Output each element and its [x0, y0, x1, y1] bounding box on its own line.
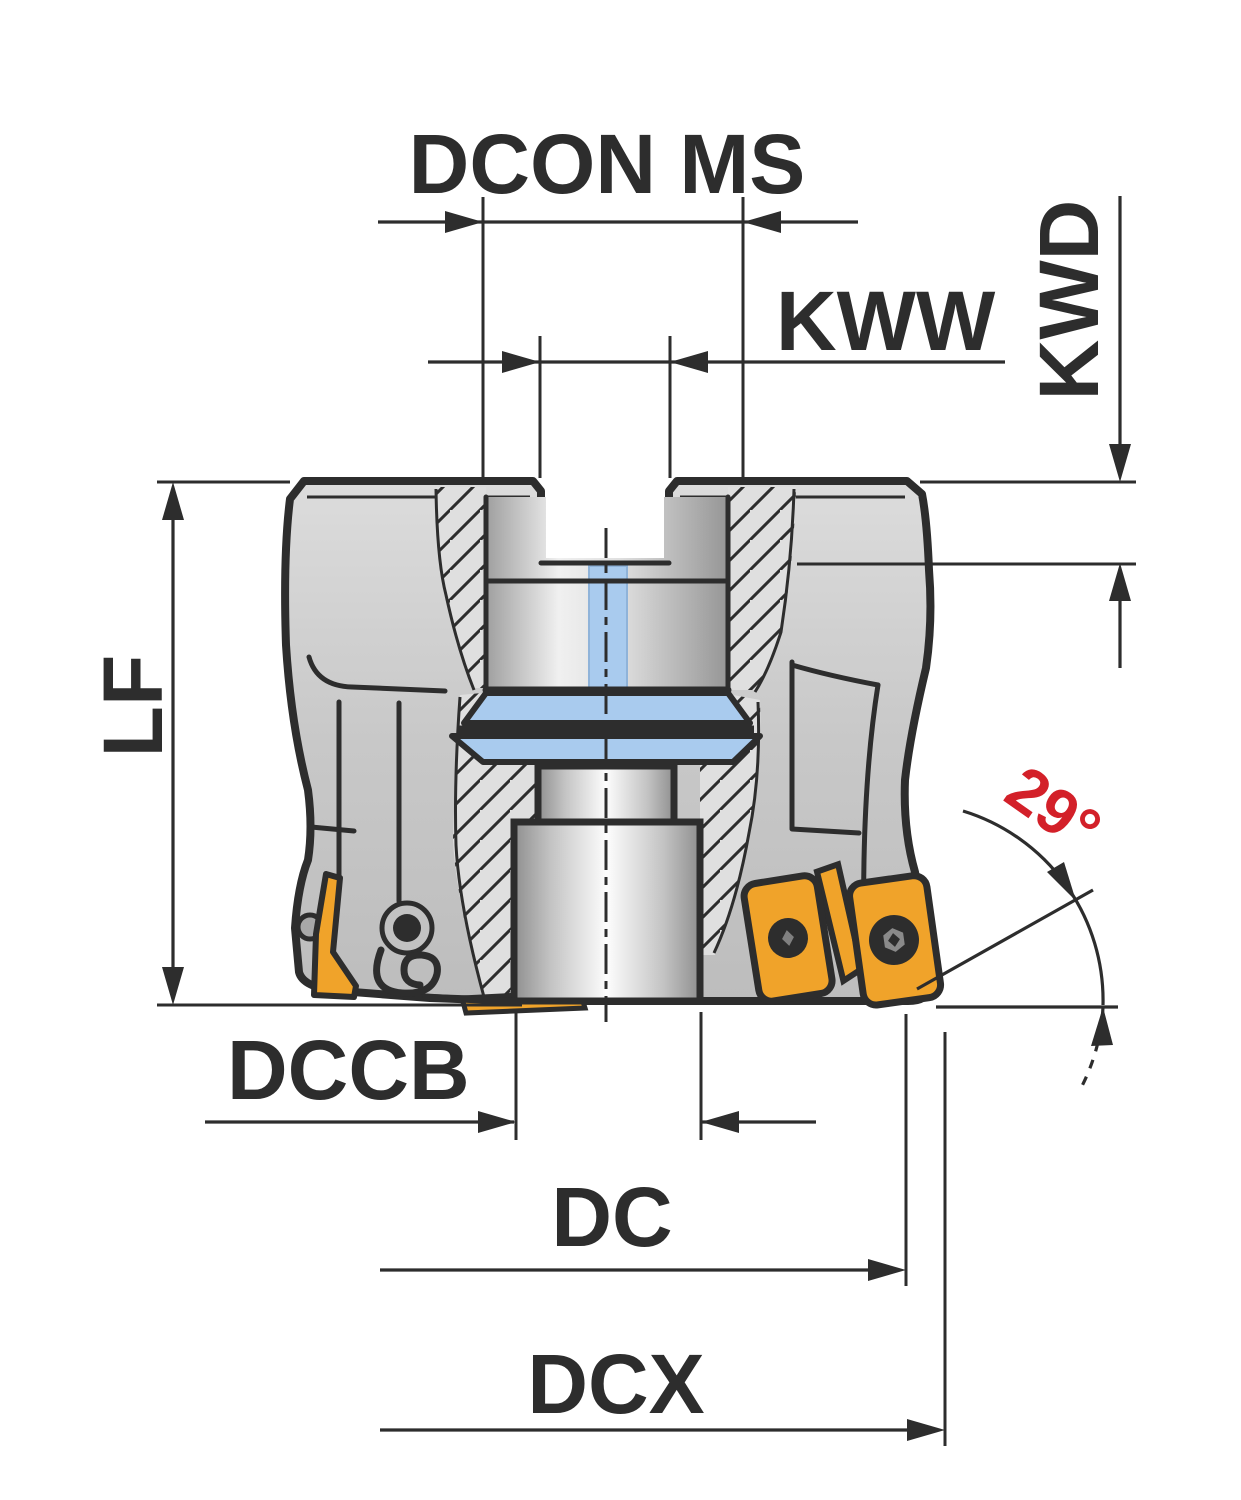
- dim-label-kww: KWW: [776, 274, 996, 368]
- dim-label-lf: LF: [86, 655, 180, 758]
- insert-right-rear: [740, 860, 866, 1005]
- coolant-channel: [588, 565, 628, 693]
- dim-label-angle: 29°: [993, 752, 1114, 866]
- chip-gash: [373, 946, 441, 997]
- dim-label-dcon: DCON MS: [409, 117, 806, 211]
- dim-dcx: DCX: [380, 1032, 947, 1446]
- left-insert-edge: [311, 871, 359, 1000]
- dim-kwd: KWD: [797, 196, 1136, 668]
- dim-label-dc: DC: [551, 1170, 672, 1264]
- dim-label-kwd: KWD: [1022, 200, 1116, 401]
- dim-dcon: DCON MS: [378, 117, 858, 478]
- dim-entry-angle: 29°: [916, 752, 1118, 1087]
- dim-dc: DC: [380, 1014, 908, 1286]
- dim-kww: KWW: [428, 274, 1005, 478]
- dim-dccb: DCCB: [205, 1012, 816, 1140]
- dim-label-dccb: DCCB: [227, 1023, 470, 1117]
- left-flute: [295, 654, 448, 1000]
- right-flute: [789, 659, 881, 933]
- left-screw-head: [393, 914, 421, 942]
- insert-right-front: [846, 872, 945, 1009]
- dim-label-dcx: DCX: [527, 1337, 704, 1431]
- cutter-body: [281, 462, 945, 1022]
- dim-lf: LF: [86, 480, 522, 1007]
